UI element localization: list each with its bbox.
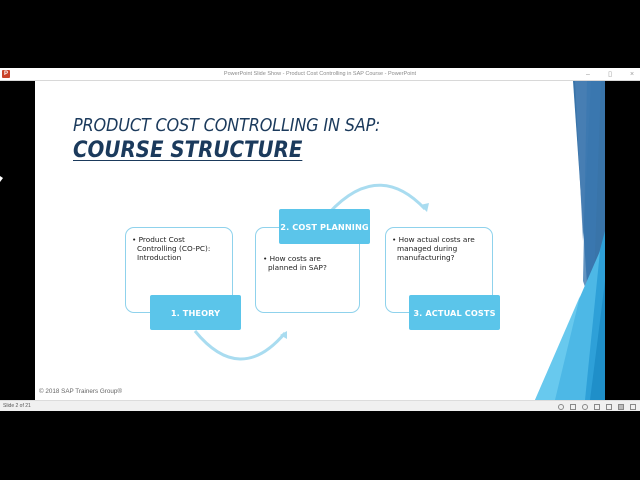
step-label-actual-costs: 3. ACTUAL COSTS [409,295,500,330]
close-button[interactable]: × [629,70,635,78]
powerpoint-icon: P [2,70,10,78]
slide-sorter-icon[interactable] [606,403,612,410]
slide-canvas[interactable]: PRODUCT COST CONTROLLING IN SAP: COURSE … [35,81,605,400]
copyright-footer: © 2018 SAP Trainers Group® [39,388,123,395]
minimize-button[interactable]: – [586,70,590,78]
reading-view-icon[interactable] [618,403,624,410]
step-bullet-actual-costs: • How actual costs are managed during ma… [392,235,475,262]
normal-view-icon[interactable] [594,403,600,410]
window-title: PowerPoint Slide Show - Product Cost Con… [223,71,417,77]
mouse-cursor-icon [0,176,3,182]
window-controls: – ▯ × [584,68,636,80]
step-bullet-theory: • Product Cost Controlling (CO-PC): Intr… [132,235,211,262]
slide-indicator: Slide 2 of 21 [3,403,31,409]
pause-icon[interactable] [570,403,576,410]
slideshow-icon[interactable] [630,403,636,410]
slide-title-line1: PRODUCT COST CONTROLLING IN SAP: [73,116,381,136]
step-label-cost-planning: 2. COST PLANNING [279,209,370,244]
previous-icon[interactable] [558,403,564,410]
restore-button[interactable]: ▯ [608,71,612,78]
step-label-theory: 1. THEORY [150,295,241,330]
step-bullet-cost-planning: • How costs are planned in SAP? [263,254,327,272]
slideshow-statusbar: Slide 2 of 21 [0,400,640,411]
slide-decoration [193,81,605,400]
statusbar-controls [558,402,636,411]
slide-title-line2: COURSE STRUCTURE [73,138,303,163]
window-titlebar: P PowerPoint Slide Show - Product Cost C… [0,68,640,81]
next-icon[interactable] [582,403,588,410]
